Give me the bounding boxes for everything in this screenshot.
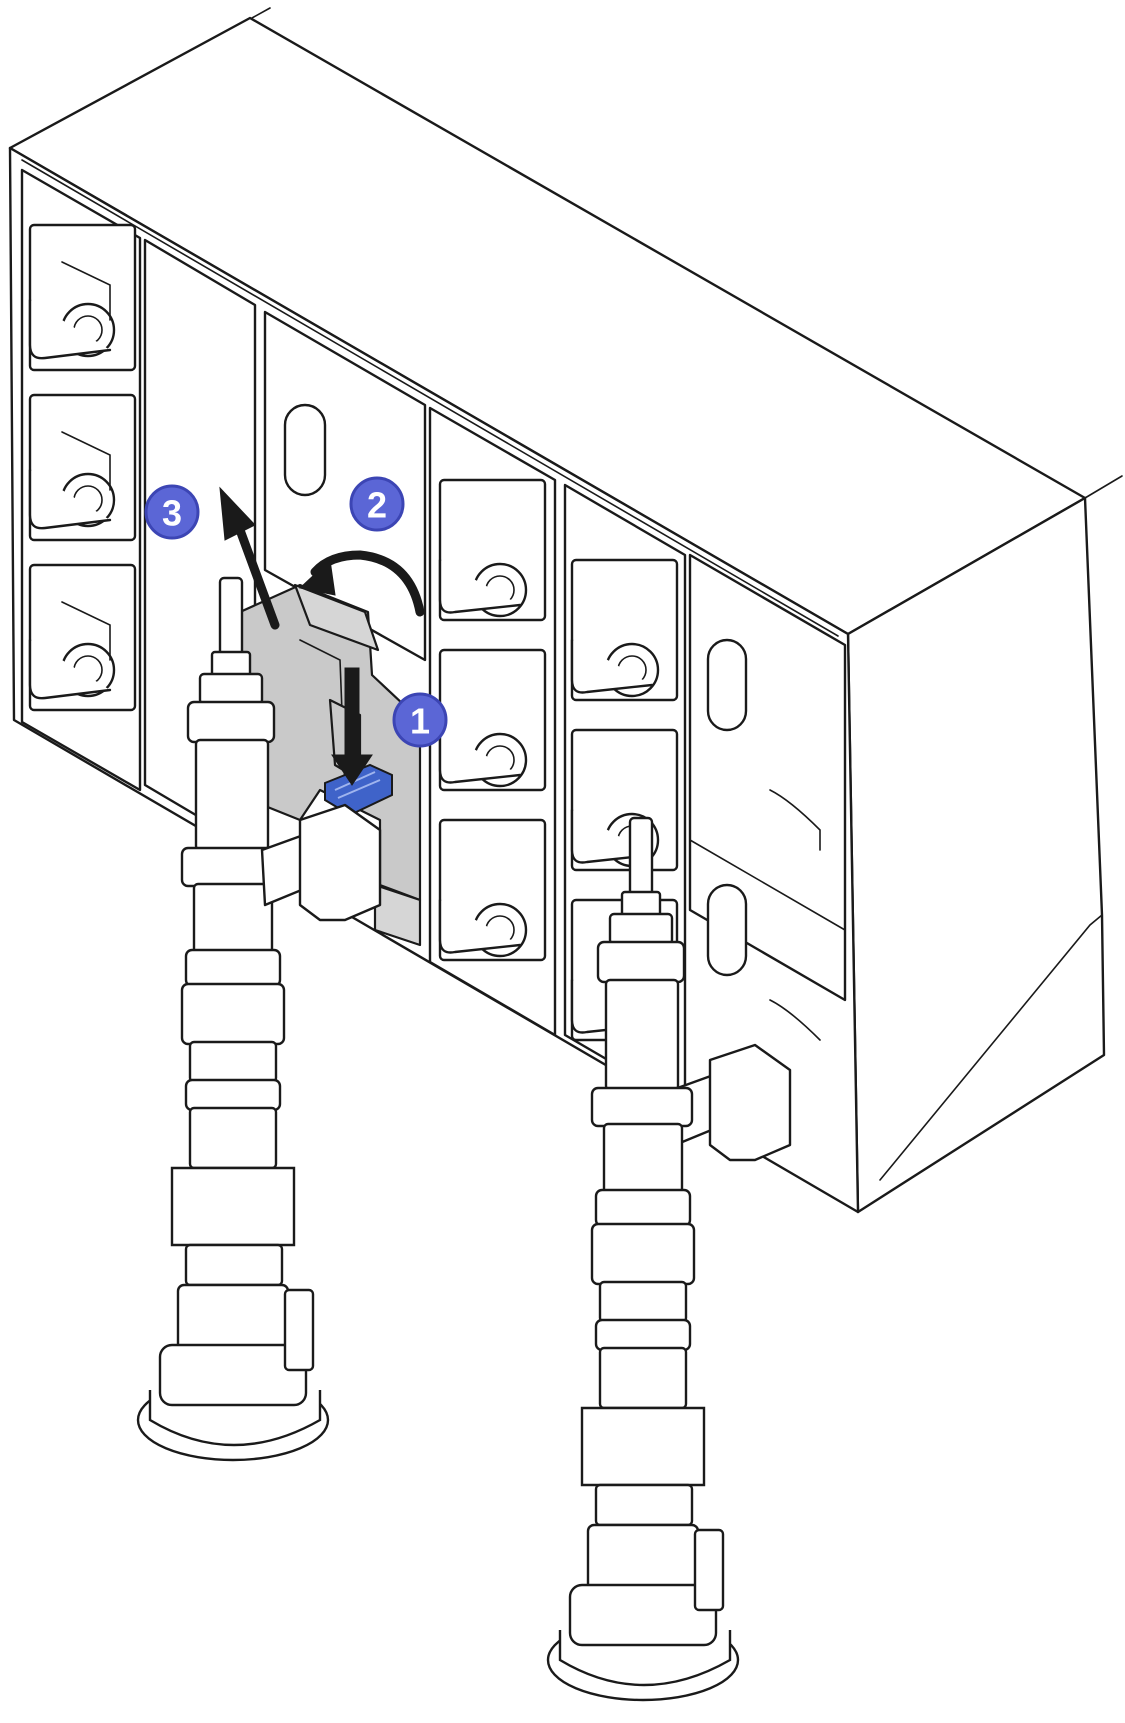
psu-unit [28, 563, 137, 712]
callout-1-label: 1 [410, 701, 430, 742]
callout-2-label: 2 [367, 485, 387, 526]
psu-unit [28, 223, 137, 372]
psu-column-middle [428, 406, 557, 1037]
callout-3-label: 3 [162, 493, 182, 534]
callout-1: 1 [392, 692, 448, 748]
callout-2: 2 [349, 476, 405, 532]
filler-panels [143, 238, 847, 1041]
psu-column-left [20, 168, 142, 792]
water-pipe-right [546, 816, 792, 1702]
psu-unit [28, 393, 137, 542]
psu-unit [570, 728, 679, 872]
water-pipe-left [136, 576, 382, 1462]
arrow-down [331, 667, 373, 786]
arrow-up-diagonal [235, 525, 280, 630]
arrows [219, 486, 425, 786]
psu-unit [570, 558, 679, 702]
psu-unit [438, 818, 547, 962]
filler-panel [263, 310, 427, 662]
psu-unit [438, 648, 547, 792]
callout-3: 3 [144, 484, 200, 540]
psu-unit [438, 478, 547, 622]
